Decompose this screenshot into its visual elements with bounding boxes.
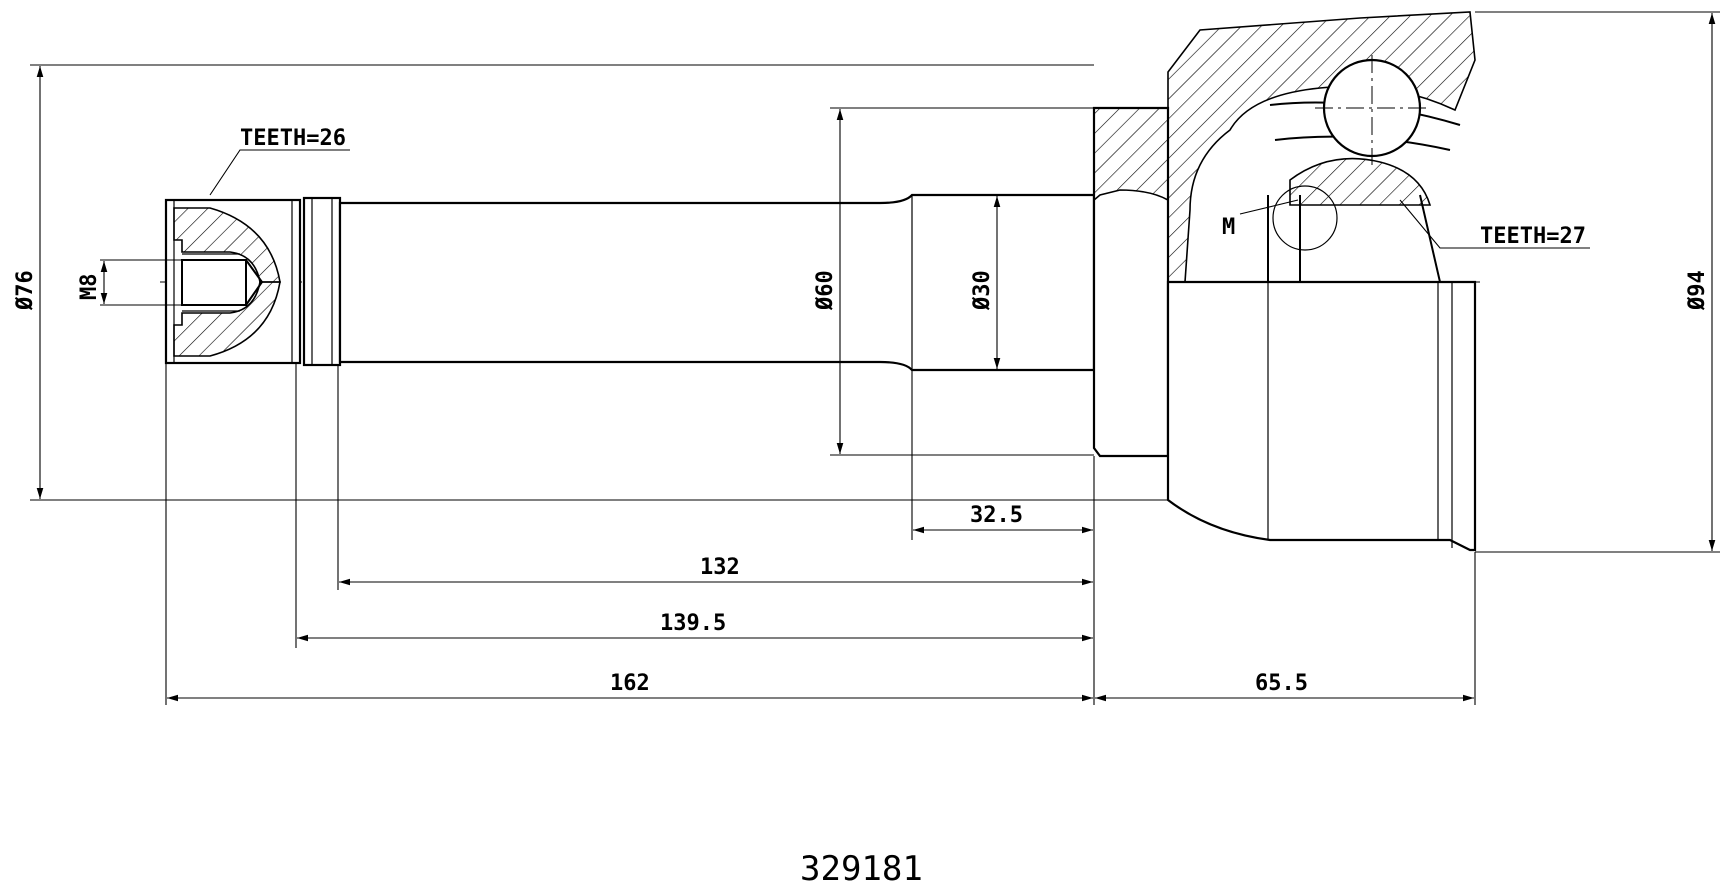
dim-len-162: 162 (610, 671, 650, 696)
dim-dia-76: Ø76 (13, 270, 38, 311)
threaded-hole (181, 259, 247, 306)
detail-m-circle (1272, 185, 1338, 251)
dim-len-65-5: 65.5 (1255, 671, 1308, 696)
dim-len-132: 132 (700, 555, 740, 580)
part-number: 329181 (800, 849, 923, 889)
dim-dia-30: Ø30 (970, 270, 995, 311)
inner-race (1267, 194, 1441, 283)
joint-geometry (160, 11, 1480, 552)
stub-hatch-bottom (173, 281, 281, 357)
bell-housing (1166, 280, 1477, 552)
dim-dia-94: Ø94 (1685, 270, 1710, 311)
inner-race-hatch (1289, 157, 1432, 206)
spline-collar (302, 196, 342, 367)
dimension-labels: TEETH=26 TEETH=27 M M8 Ø76 Ø60 Ø30 Ø94 3… (13, 126, 1710, 889)
dim-len-32-5: 32.5 (970, 503, 1023, 528)
label-teeth-outer: TEETH=26 (240, 126, 346, 151)
dim-dia-60: Ø60 (813, 270, 838, 311)
label-teeth-inner: TEETH=27 (1480, 224, 1586, 249)
label-m-detail: M (1222, 215, 1235, 240)
dim-len-139-5: 139.5 (660, 611, 726, 636)
dimension-lines (30, 11, 1720, 705)
label-thread: M8 (77, 274, 102, 301)
